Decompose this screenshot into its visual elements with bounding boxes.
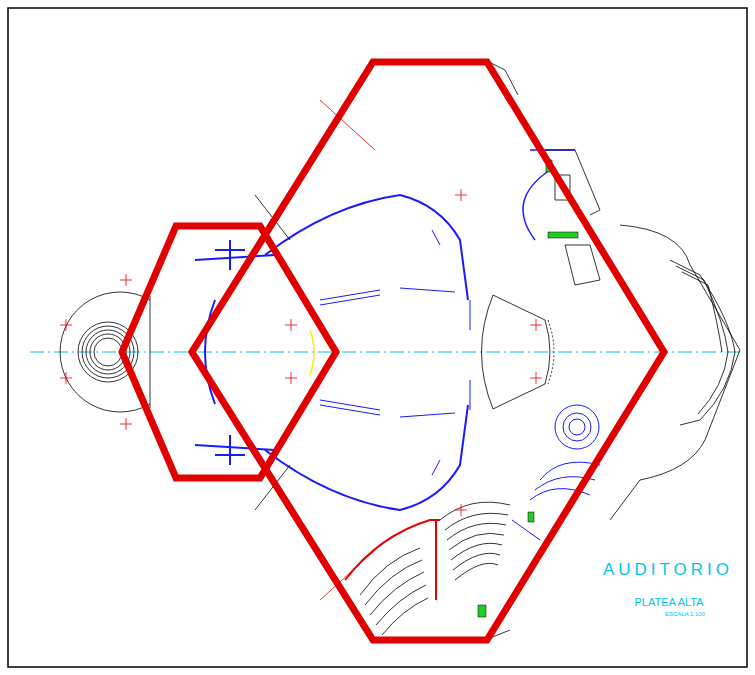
scale-note: ESCALA 1:100: [664, 611, 706, 618]
level-name: PLATEA ALTA: [633, 596, 704, 608]
drawing-title: AUDITORIO: [602, 561, 734, 580]
